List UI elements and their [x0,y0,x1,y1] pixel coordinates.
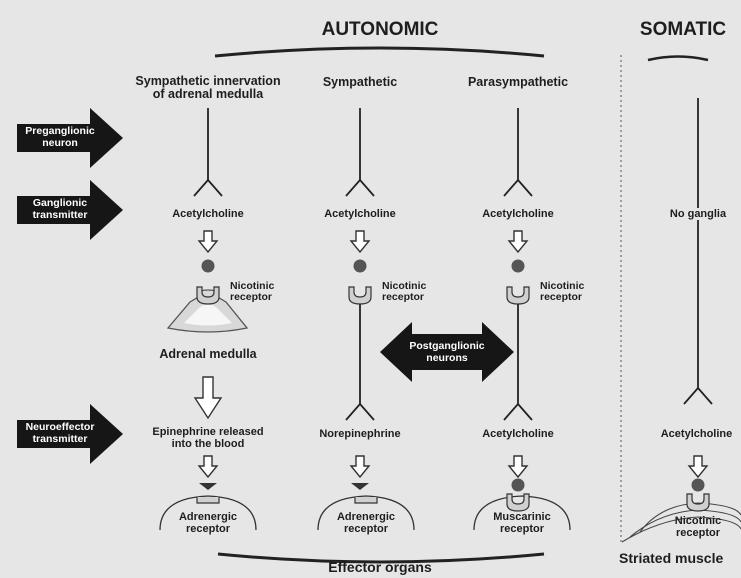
ganglionic-label-line2: transmitter [32,209,88,221]
ganglionic-transmitter-arrow [17,180,123,240]
nicotinic-receptor-sympathetic-line1: Nicotinic [382,280,427,292]
ganglionic-transmitter-somatic: No ganglia [660,208,736,220]
postganglionic-label-line1: Postganglionic [409,340,485,352]
neuroeffector-adrenal-line1: Epinephrine released [152,426,264,438]
effector-receptor-parasympathetic-line2: receptor [499,523,545,535]
neuroeffector-adrenal-line2: into the blood [171,438,245,450]
effector-receptor-adrenal-line2: receptor [185,523,231,535]
nicotinic-receptor-sympathetic-line2: receptor [382,291,425,303]
ganglionic-label-line1: Ganglionic [32,197,88,209]
ganglionic-transmitter-sympathetic: Acetylcholine [324,208,396,220]
column-title-sympathetic: Sympathetic [322,75,398,89]
effector-organs-label: Effector organs [328,559,432,575]
effector-receptor-parasympathetic-line1: Muscarinic [493,511,551,523]
column-title-adrenal-line2: of adrenal medulla [152,87,264,101]
nicotinic-receptor-parasympathetic-line1: Nicotinic [540,280,585,292]
effector-organs-brace [217,552,545,564]
neuroeffector-somatic: Acetylcholine [660,428,733,440]
ganglionic-transmitter-parasympathetic: Acetylcholine [482,208,554,220]
effector-receptor-somatic-line1: Nicotinic [674,515,722,527]
neuroeffector-label-line2: transmitter [32,433,88,445]
nicotinic-receptor-parasympathetic-line2: receptor [540,291,583,303]
autonomic-brace [214,46,545,58]
autonomic-header: AUTONOMIC [321,19,439,40]
effector-receptor-adrenal-line1: Adrenergic [178,511,238,523]
ganglionic-transmitter-adrenal: Acetylcholine [172,208,244,220]
somatic-brace [647,55,709,62]
adrenal-medulla-label: Adrenal medulla [159,347,257,361]
neuroeffector-label-line1: Neuroeffector [25,421,95,433]
postganglionic-double-arrow [380,322,514,382]
postganglionic-label-line2: neurons [426,352,468,364]
neuroeffector-parasympathetic: Acetylcholine [482,428,554,440]
nicotinic-receptor-adrenal-line1: Nicotinic [230,280,275,292]
effector-receptor-somatic-line2: receptor [675,527,721,539]
preganglionic-arrow [17,108,123,168]
column-title-parasympathetic: Parasympathetic [467,75,569,89]
column-title-adrenal-line1: Sympathetic innervation [135,74,281,88]
neuroeffector-sympathetic: Norepinephrine [319,428,401,440]
preganglionic-label-line1: Preganglionic [25,125,95,137]
effector-receptor-sympathetic-line1: Adrenergic [336,511,396,523]
nicotinic-receptor-adrenal-line2: receptor [230,291,273,303]
striated-muscle-label: Striated muscle [619,550,724,566]
neuroeffector-transmitter-arrow [17,404,123,464]
effector-receptor-sympathetic-line2: receptor [343,523,389,535]
somatic-header: SOMATIC [639,19,727,40]
preganglionic-label-line2: neuron [42,137,78,149]
